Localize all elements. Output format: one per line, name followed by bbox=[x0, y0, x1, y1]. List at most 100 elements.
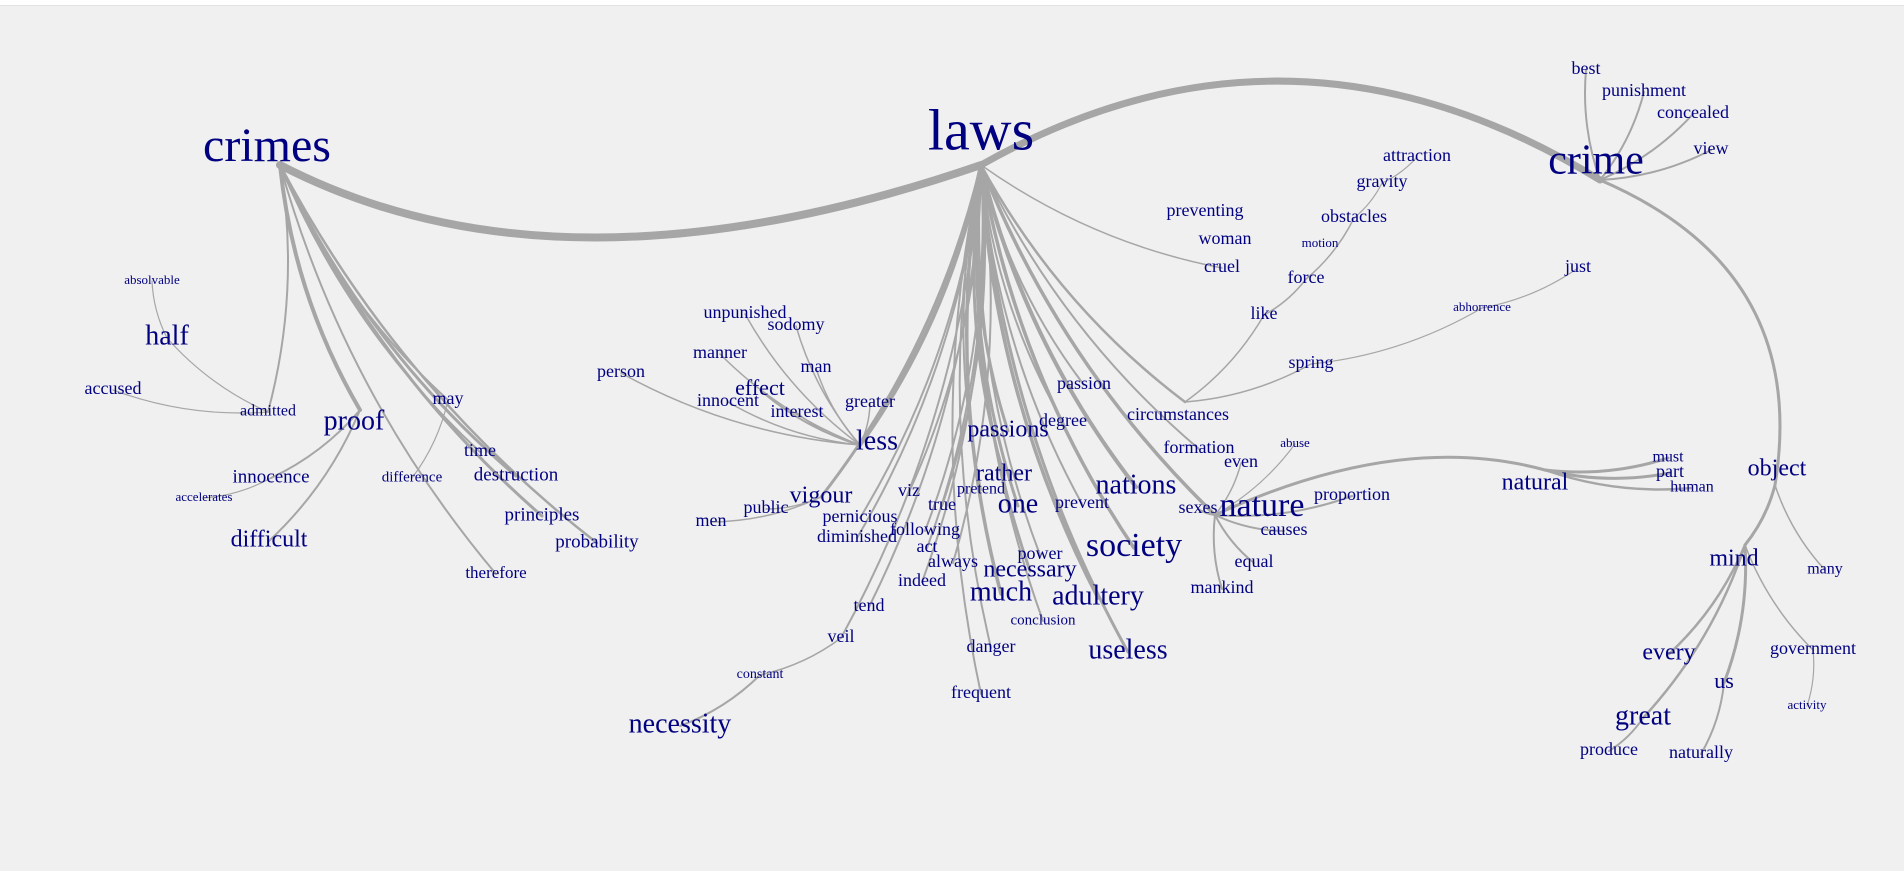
word-circumstances: circumstances bbox=[1127, 404, 1229, 424]
edge-laws-cruel bbox=[980, 164, 1223, 269]
edge-obstacles-gravity bbox=[1353, 182, 1383, 219]
word-act: act bbox=[917, 536, 938, 556]
word-greater: greater bbox=[845, 391, 895, 411]
word-formation: formation bbox=[1164, 437, 1235, 457]
word-even: even bbox=[1224, 451, 1258, 471]
edge-crimes-laws bbox=[276, 161, 985, 242]
edge-less-man bbox=[815, 367, 861, 446]
word-like: like bbox=[1251, 303, 1278, 323]
word-attraction: attraction bbox=[1383, 145, 1451, 165]
word-human: human bbox=[1670, 479, 1714, 496]
word-probability: probability bbox=[555, 531, 639, 552]
edge-laws-frequent bbox=[951, 164, 982, 695]
edge-laws-danger bbox=[958, 164, 992, 649]
word-following: following bbox=[890, 519, 960, 539]
word-must: must bbox=[1652, 449, 1684, 466]
word-equal: equal bbox=[1235, 551, 1274, 571]
word-passion: passion bbox=[1057, 373, 1111, 393]
edge-laws-vigour bbox=[819, 163, 983, 499]
word-manner: manner bbox=[693, 342, 747, 362]
edge-force-obstacles bbox=[1305, 217, 1355, 280]
edge-object-many bbox=[1774, 484, 1826, 571]
edge-crime-best bbox=[1584, 69, 1601, 181]
word-difference: difference bbox=[382, 469, 443, 485]
word-effect: effect bbox=[735, 375, 785, 400]
edge-proof-difficult bbox=[268, 409, 361, 542]
edge-nature-abuse bbox=[1214, 443, 1296, 516]
word-viz: viz bbox=[898, 480, 920, 500]
word-nations: nations bbox=[1096, 469, 1177, 500]
word-abhorrence: abhorrence bbox=[1453, 299, 1511, 314]
edge-may-difference bbox=[411, 399, 449, 479]
word-may: may bbox=[433, 388, 464, 408]
edge-like-force bbox=[1263, 278, 1307, 316]
word-time: time bbox=[464, 440, 496, 460]
word-passions: passions bbox=[967, 417, 1048, 443]
edge-constant-necessity bbox=[679, 674, 761, 727]
word-innocent: innocent bbox=[697, 390, 759, 410]
word-accused: accused bbox=[85, 378, 142, 398]
word-constant: constant bbox=[737, 667, 784, 682]
word-great: great bbox=[1615, 700, 1671, 731]
word-useless: useless bbox=[1088, 634, 1167, 665]
edge-mind-government bbox=[1744, 544, 1814, 651]
edge-laws-diminished bbox=[856, 164, 982, 539]
word-less: less bbox=[856, 425, 898, 456]
edge-mind-every bbox=[1667, 543, 1747, 656]
edge-nature-even bbox=[1214, 462, 1242, 516]
word-accelerates: accelerates bbox=[175, 489, 232, 504]
word-proportion: proportion bbox=[1314, 484, 1390, 504]
word-absolvable: absolvable bbox=[124, 272, 180, 287]
word-always: always bbox=[928, 551, 978, 571]
word-activity: activity bbox=[1788, 697, 1827, 712]
edge-object-mind bbox=[1743, 483, 1777, 547]
edge-circumstances-spring bbox=[1184, 363, 1312, 403]
word-causes: causes bbox=[1261, 519, 1308, 539]
edge-crime-punishment bbox=[1599, 91, 1645, 181]
edge-crime-concealed bbox=[1599, 113, 1694, 181]
edge-laws-degree bbox=[980, 164, 1064, 423]
edge-laws-circumstances bbox=[979, 163, 1187, 404]
word-concealed: concealed bbox=[1657, 102, 1729, 122]
edge-less-interest bbox=[796, 412, 861, 446]
word-destruction: destruction bbox=[474, 464, 559, 485]
edge-crimes-proof bbox=[278, 163, 362, 412]
word-many: many bbox=[1807, 561, 1843, 578]
word-person: person bbox=[597, 361, 645, 381]
word-interest: interest bbox=[771, 401, 824, 421]
word-men: men bbox=[696, 510, 727, 530]
edge-laws-passion bbox=[980, 164, 1085, 386]
word-view: view bbox=[1694, 138, 1729, 158]
word-frequent: frequent bbox=[951, 682, 1011, 702]
word-man: man bbox=[801, 356, 832, 376]
word-gravity: gravity bbox=[1357, 171, 1408, 191]
word-mind: mind bbox=[1709, 546, 1758, 572]
word-necessary: necessary bbox=[983, 557, 1076, 583]
word-woman: woman bbox=[1199, 228, 1252, 248]
edge-government-activity bbox=[1806, 649, 1815, 707]
edge-laws-crime bbox=[977, 77, 1604, 184]
word-spring: spring bbox=[1289, 352, 1334, 372]
edge-nature-equal bbox=[1214, 514, 1255, 564]
edge-innocence-accelerates bbox=[203, 477, 272, 499]
edge-proof-innocence bbox=[270, 409, 361, 479]
word-best: best bbox=[1572, 58, 1601, 78]
word-nature: nature bbox=[1220, 487, 1305, 524]
word-true: true bbox=[928, 494, 956, 514]
word-mankind: mankind bbox=[1191, 577, 1254, 597]
word-rather: rather bbox=[976, 461, 1032, 487]
word-punishment: punishment bbox=[1602, 80, 1686, 100]
edge-laws-formation bbox=[980, 164, 1200, 450]
edge-less-unpunished bbox=[744, 313, 861, 446]
edge-nature-natural bbox=[1213, 455, 1547, 517]
word-every: every bbox=[1642, 640, 1695, 666]
word-innocence: innocence bbox=[232, 466, 309, 487]
word-sodomy: sodomy bbox=[767, 314, 824, 334]
edge-crimes-probability bbox=[278, 163, 599, 545]
edge-laws-prevent bbox=[980, 164, 1083, 505]
edge-laws-veil bbox=[840, 164, 982, 639]
word-principles: principles bbox=[505, 504, 580, 525]
edge-gravity-attraction bbox=[1381, 156, 1418, 184]
edge-natural-part bbox=[1543, 468, 1672, 480]
